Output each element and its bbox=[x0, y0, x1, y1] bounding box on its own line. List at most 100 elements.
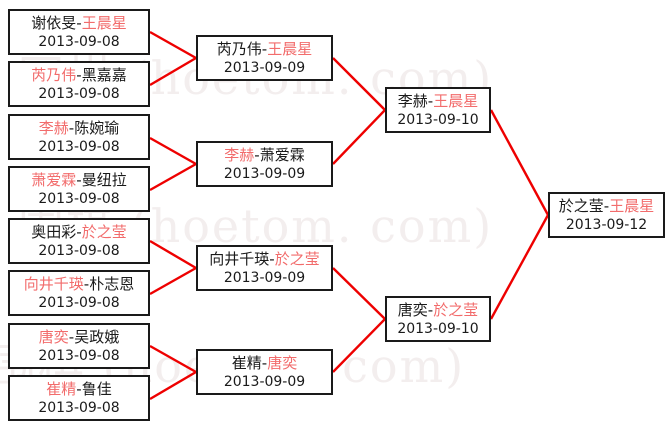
player-right: 王晨星 bbox=[267, 40, 313, 58]
match-date: 2013-09-08 bbox=[38, 34, 120, 50]
match-box-r1m4[interactable]: 萧爱霖-曼纽拉 2013-09-08 bbox=[8, 166, 150, 212]
separator: - bbox=[76, 14, 82, 32]
connector-r1m1-r2m1 bbox=[149, 30, 197, 60]
player-right: 於之莹 bbox=[433, 301, 479, 319]
match-date: 2013-09-09 bbox=[223, 166, 306, 182]
player-right: 萧爱霖 bbox=[259, 146, 305, 164]
match-players: 李赫-萧爱霖 bbox=[198, 146, 331, 165]
match-players: 向井千瑛-於之莹 bbox=[198, 250, 331, 269]
connector-r1m5-r2m3 bbox=[149, 239, 197, 270]
player-right: 朴志恩 bbox=[89, 275, 135, 293]
player-left: 萧爱霖 bbox=[31, 171, 77, 189]
match-players: 谢依旻-王晨星 bbox=[10, 14, 148, 33]
match-box-r1m2[interactable]: 芮乃伟-黑嘉嘉 2013-09-08 bbox=[8, 61, 150, 107]
player-left: 於之莹 bbox=[558, 197, 604, 215]
player-left: 崔精 bbox=[231, 354, 262, 372]
connector-r1m3-r2m2 bbox=[149, 136, 197, 166]
separator: - bbox=[83, 275, 90, 293]
player-left: 李赫 bbox=[397, 92, 428, 110]
player-left: 李赫 bbox=[38, 119, 69, 137]
match-box-r1m6[interactable]: 向井千瑛-朴志恩 2013-09-08 bbox=[8, 270, 150, 316]
match-players: 崔精-唐奕 bbox=[198, 354, 331, 373]
player-right: 王晨星 bbox=[609, 197, 655, 215]
match-box-r1m3[interactable]: 李赫-陈婉瑜 2013-09-08 bbox=[8, 114, 150, 160]
match-box-r1m1[interactable]: 谢依旻-王晨星 2013-09-08 bbox=[8, 9, 150, 55]
player-right: 黑嘉嘉 bbox=[81, 66, 127, 84]
separator: - bbox=[427, 92, 434, 110]
player-left: 谢依旻 bbox=[31, 14, 77, 32]
separator: - bbox=[269, 250, 275, 268]
match-box-r1m5[interactable]: 奥田彩-於之莹 2013-09-08 bbox=[8, 218, 150, 264]
match-box-r1m8[interactable]: 崔精-鲁佳 2013-09-08 bbox=[8, 375, 150, 421]
match-box-r2m3[interactable]: 向井千瑛-於之莹 2013-09-09 bbox=[196, 245, 333, 291]
match-date: 2013-09-08 bbox=[38, 139, 120, 155]
player-left: 李赫 bbox=[224, 146, 255, 164]
match-players: 李赫-王晨星 bbox=[387, 92, 489, 111]
player-right: 於之莹 bbox=[274, 250, 320, 268]
separator: - bbox=[603, 197, 610, 215]
match-date: 2013-09-08 bbox=[38, 400, 120, 416]
match-players: 奥田彩-於之莹 bbox=[10, 223, 148, 242]
match-date: 2013-09-09 bbox=[223, 270, 306, 286]
separator: - bbox=[76, 380, 82, 398]
match-players: 李赫-陈婉瑜 bbox=[10, 119, 148, 138]
player-left: 向井千瑛 bbox=[209, 250, 270, 268]
match-players: 唐奕-吴政娥 bbox=[10, 328, 148, 347]
match-date: 2013-09-08 bbox=[38, 86, 120, 102]
separator: - bbox=[76, 223, 82, 241]
player-right: 吴政娥 bbox=[74, 328, 120, 346]
connector-r1m4-r2m2 bbox=[149, 162, 197, 192]
connector-r1m6-r2m3 bbox=[149, 266, 197, 296]
match-box-r2m2[interactable]: 李赫-萧爱霖 2013-09-09 bbox=[196, 141, 333, 187]
match-players: 崔精-鲁佳 bbox=[10, 380, 148, 399]
match-box-r3m2[interactable]: 唐奕-於之莹 2013-09-10 bbox=[385, 296, 491, 342]
separator: - bbox=[261, 40, 268, 58]
player-right: 陈婉瑜 bbox=[74, 119, 120, 137]
connector-r1m2-r2m1 bbox=[149, 56, 197, 87]
player-left: 崔精 bbox=[46, 380, 77, 398]
connector-r2m3-r3m2 bbox=[332, 267, 386, 320]
separator: - bbox=[68, 328, 75, 346]
player-right: 曼纽拉 bbox=[81, 171, 127, 189]
match-box-r2m1[interactable]: 芮乃伟-王晨星 2013-09-09 bbox=[196, 35, 333, 81]
match-date: 2013-09-08 bbox=[38, 191, 120, 207]
player-right: 鲁佳 bbox=[81, 380, 112, 398]
match-box-r4m1-final[interactable]: 於之莹-王晨星 2013-09-12 bbox=[548, 192, 665, 238]
connector-r2m2-r3m1 bbox=[332, 109, 386, 165]
connector-r3m1-r4m1 bbox=[489, 109, 550, 216]
player-left: 芮乃伟 bbox=[216, 40, 262, 58]
player-right: 唐奕 bbox=[267, 354, 298, 372]
player-right: 於之莹 bbox=[81, 223, 127, 241]
match-players: 唐奕-於之莹 bbox=[387, 301, 489, 320]
match-players: 芮乃伟-王晨星 bbox=[198, 40, 331, 59]
separator: - bbox=[76, 171, 82, 189]
match-players: 於之莹-王晨星 bbox=[550, 197, 663, 216]
separator: - bbox=[427, 301, 434, 319]
player-left: 芮乃伟 bbox=[31, 66, 77, 84]
player-right: 王晨星 bbox=[81, 14, 127, 32]
match-date: 2013-09-09 bbox=[223, 60, 306, 76]
connector-r1m8-r2m4 bbox=[149, 370, 197, 401]
separator: - bbox=[68, 119, 75, 137]
match-box-r2m4[interactable]: 崔精-唐奕 2013-09-09 bbox=[196, 349, 333, 395]
match-date: 2013-09-09 bbox=[223, 374, 306, 390]
match-date: 2013-09-12 bbox=[565, 217, 648, 233]
match-box-r3m1[interactable]: 李赫-王晨星 2013-09-10 bbox=[385, 87, 491, 133]
match-date: 2013-09-08 bbox=[38, 348, 120, 364]
match-date: 2013-09-08 bbox=[38, 243, 120, 259]
match-date: 2013-09-08 bbox=[38, 295, 120, 311]
separator: - bbox=[76, 66, 82, 84]
separator: - bbox=[254, 146, 260, 164]
player-left: 唐奕 bbox=[38, 328, 69, 346]
match-players: 向井千瑛-朴志恩 bbox=[10, 275, 148, 294]
connector-r2m1-r3m1 bbox=[332, 57, 386, 111]
connector-r2m4-r3m2 bbox=[332, 318, 386, 373]
connector-r3m2-r4m1 bbox=[489, 214, 550, 320]
match-box-r1m7[interactable]: 唐奕-吴政娥 2013-09-08 bbox=[8, 323, 150, 369]
player-right: 王晨星 bbox=[433, 92, 479, 110]
player-left: 唐奕 bbox=[397, 301, 428, 319]
match-players: 萧爱霖-曼纽拉 bbox=[10, 171, 148, 190]
player-left: 奥田彩 bbox=[31, 223, 77, 241]
